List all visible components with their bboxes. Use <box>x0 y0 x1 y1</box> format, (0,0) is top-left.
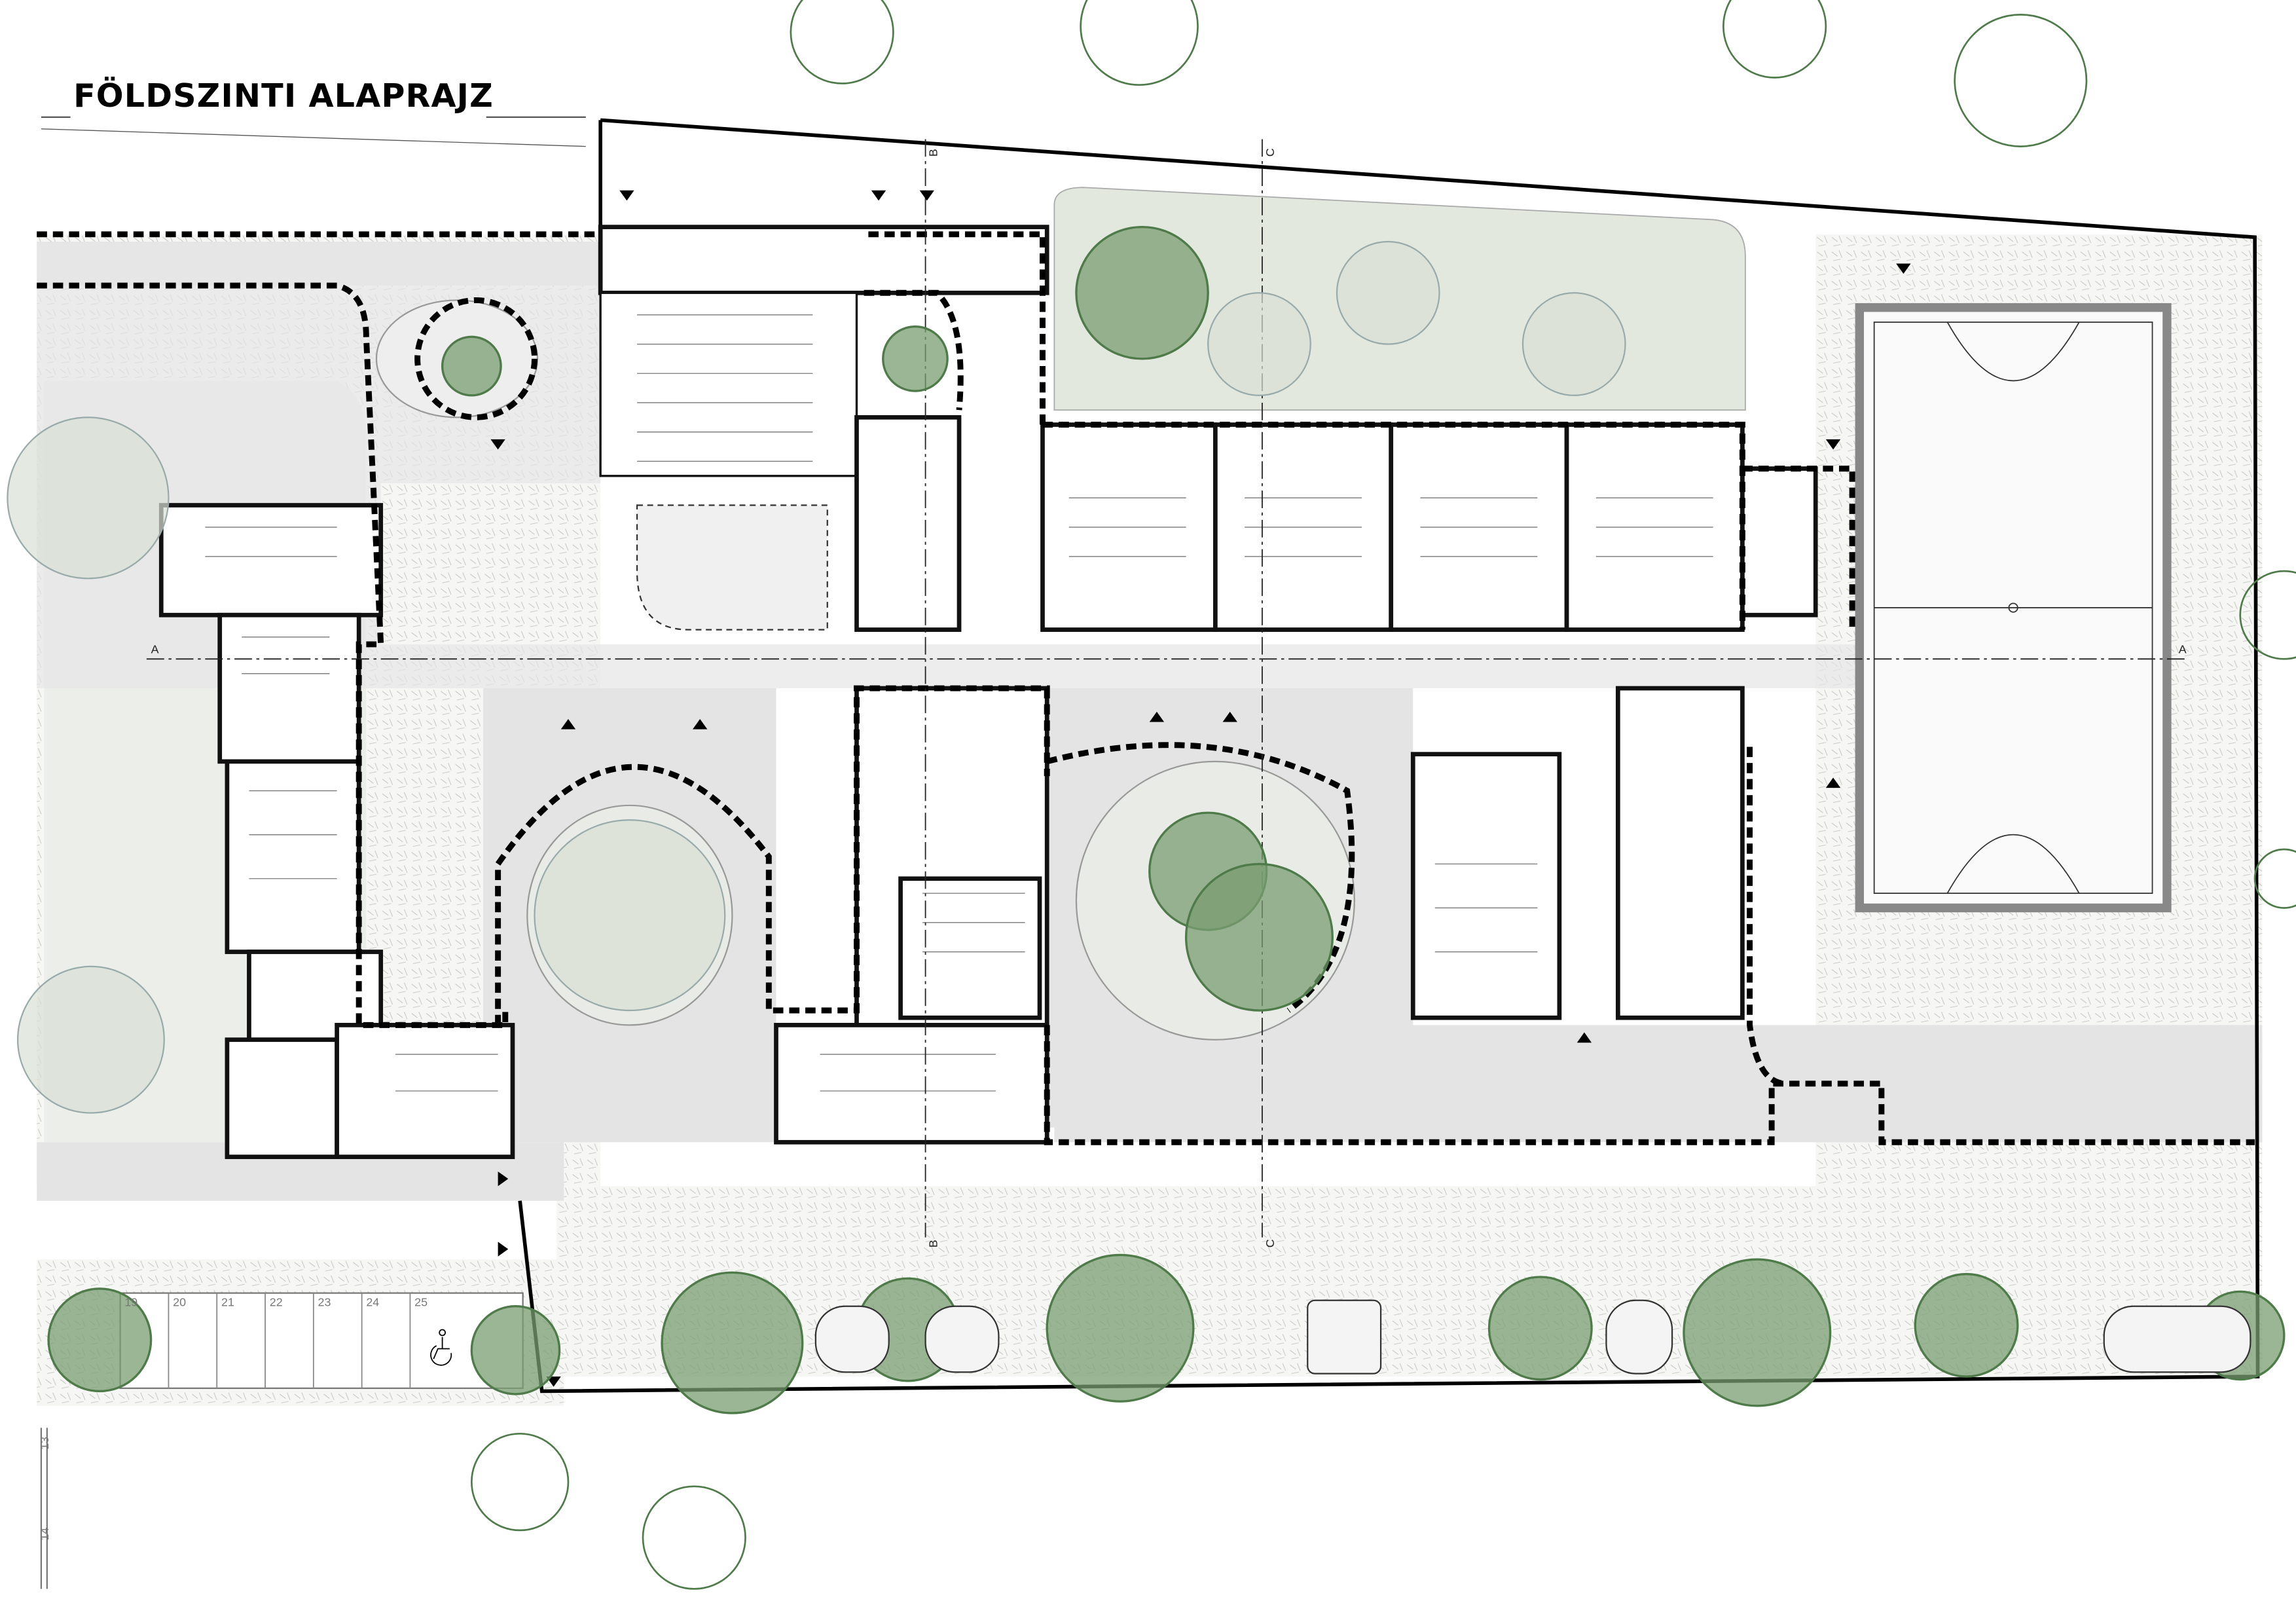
kitchen-block <box>598 225 1049 295</box>
entrance-arrow-icon <box>1149 711 1165 722</box>
tree-icon <box>1046 1253 1195 1403</box>
classroom-5 <box>898 876 1042 1020</box>
tree-icon <box>1075 225 1209 360</box>
dining-hall <box>599 291 858 477</box>
furniture <box>205 314 1713 1092</box>
section-a-right-label: A <box>2179 642 2187 655</box>
entrance-arrow-icon <box>498 1171 509 1187</box>
wheelchair-icon <box>430 1329 452 1366</box>
entrance-arrow-icon <box>693 718 708 729</box>
entrance-arrow-icon <box>1825 439 1841 450</box>
tree-icon <box>1722 0 1827 79</box>
parking-space-number: 24 <box>366 1296 379 1309</box>
trees-planned <box>471 0 2296 1590</box>
section-b-bottom-label: B <box>926 1240 939 1247</box>
entrance-arrow-icon <box>560 718 576 729</box>
tree-icon <box>1683 1258 1832 1407</box>
plan-title: FÖLDSZINTI ALAPRAJZ <box>41 76 586 147</box>
left-wing-room-1 <box>158 503 384 618</box>
tree-icon <box>1954 14 2088 147</box>
tree-icon <box>534 819 726 1012</box>
parking-space-number: 19 <box>124 1296 137 1309</box>
entrance-arrow-icon <box>1825 777 1841 788</box>
tree-icon <box>1336 240 1440 345</box>
parking-space-number: 22 <box>270 1296 283 1309</box>
left-wing-room-5 <box>225 1037 339 1159</box>
entrance-arrow-icon <box>1222 711 1237 722</box>
entrance-arrow-icon <box>498 1242 509 1257</box>
tree-icon <box>1184 862 1334 1012</box>
tree-icon <box>7 416 170 580</box>
parking-space-number: 20 <box>173 1296 186 1309</box>
tree-icon <box>441 335 502 397</box>
parking-space-number: 25 <box>414 1296 428 1309</box>
tree-icon <box>1207 292 1311 396</box>
left-wing-room-2 <box>217 612 361 764</box>
trees-light <box>7 240 1626 1114</box>
parking-numbers: 19 20 21 22 23 24 25 13 14 <box>38 1296 428 1541</box>
tree-icon <box>661 1271 804 1414</box>
parking-space-number: 14 <box>38 1528 51 1541</box>
entrance-arrow-icon <box>919 190 935 201</box>
tree-icon <box>16 965 165 1114</box>
tree-icon <box>2253 848 2296 909</box>
parking-space-number: 21 <box>221 1296 234 1309</box>
stair-core <box>854 415 962 632</box>
entrance-markers <box>490 190 1911 1387</box>
wc-block <box>1615 686 1745 1020</box>
escape-route <box>37 231 2255 1145</box>
parking-space-number: 13 <box>38 1437 51 1450</box>
service-rooms <box>1740 466 1818 618</box>
section-c-bottom-label: C <box>1264 1239 1277 1247</box>
entrance-arrow-icon <box>490 439 505 450</box>
tree-icon <box>1914 1272 2019 1378</box>
title-text: FÖLDSZINTI ALAPRAJZ <box>73 76 494 115</box>
entrance-arrow-icon <box>1576 1032 1592 1043</box>
left-wing-room-3 <box>225 759 361 954</box>
tree-icon <box>790 0 894 84</box>
tree-icon <box>47 1287 153 1393</box>
tree-icon <box>471 1432 570 1532</box>
tree-icon <box>2239 570 2296 660</box>
section-b-top-label: B <box>926 149 939 157</box>
planters <box>814 1299 2251 1375</box>
entrance-arrow-icon <box>619 190 634 201</box>
tree-icon <box>1487 1276 1593 1381</box>
parking-space-number: 23 <box>318 1296 331 1309</box>
classroom-6 <box>774 1023 1049 1145</box>
tree-icon <box>882 325 949 392</box>
tree-icon <box>1522 292 1626 396</box>
entrance-arrow-icon <box>871 190 886 201</box>
sports-court <box>1873 322 2153 895</box>
entrance-arrow-icon <box>1896 263 1911 274</box>
tree-icon <box>1080 0 1199 86</box>
section-c-top-label: C <box>1264 148 1277 157</box>
tree-icon <box>470 1305 561 1395</box>
classroom-7 <box>1410 752 1562 1020</box>
tree-icon <box>642 1485 746 1590</box>
section-a-left-label: A <box>151 642 159 655</box>
